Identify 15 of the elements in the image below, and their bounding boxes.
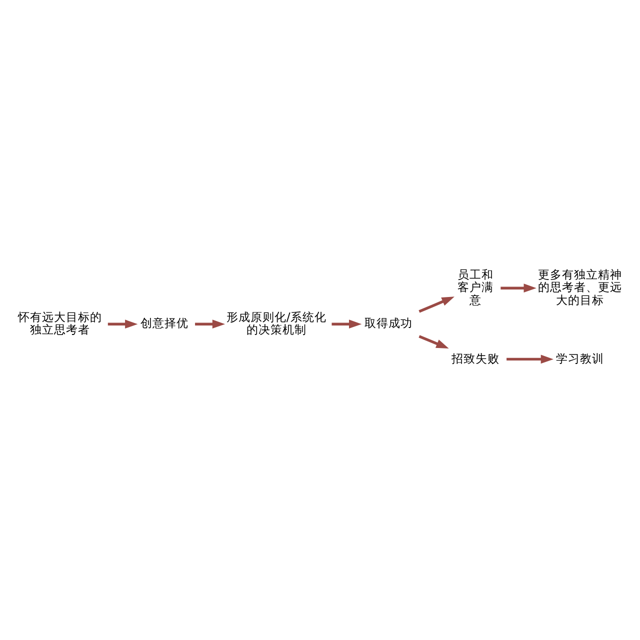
node-text: 员工和客户满意 [458, 267, 494, 306]
arrow [108, 319, 138, 328]
node-text: 更多有独立精神的思考者、更远大的目标 [538, 267, 622, 306]
arrow [332, 319, 362, 328]
arrow [506, 354, 554, 364]
node-text: 取得成功 [364, 316, 412, 330]
node-text: 学习教训 [556, 350, 604, 365]
arrow [500, 283, 536, 292]
arrow [195, 319, 226, 328]
node-text: 形成原则化/系统化的决策机制 [226, 309, 326, 336]
node-text: 招致失败 [452, 350, 500, 365]
arrow [418, 334, 449, 348]
arrow [418, 296, 454, 312]
node-text: 创意择优 [140, 316, 188, 330]
node-text: 怀有远大目标的独立思考者 [18, 309, 102, 336]
